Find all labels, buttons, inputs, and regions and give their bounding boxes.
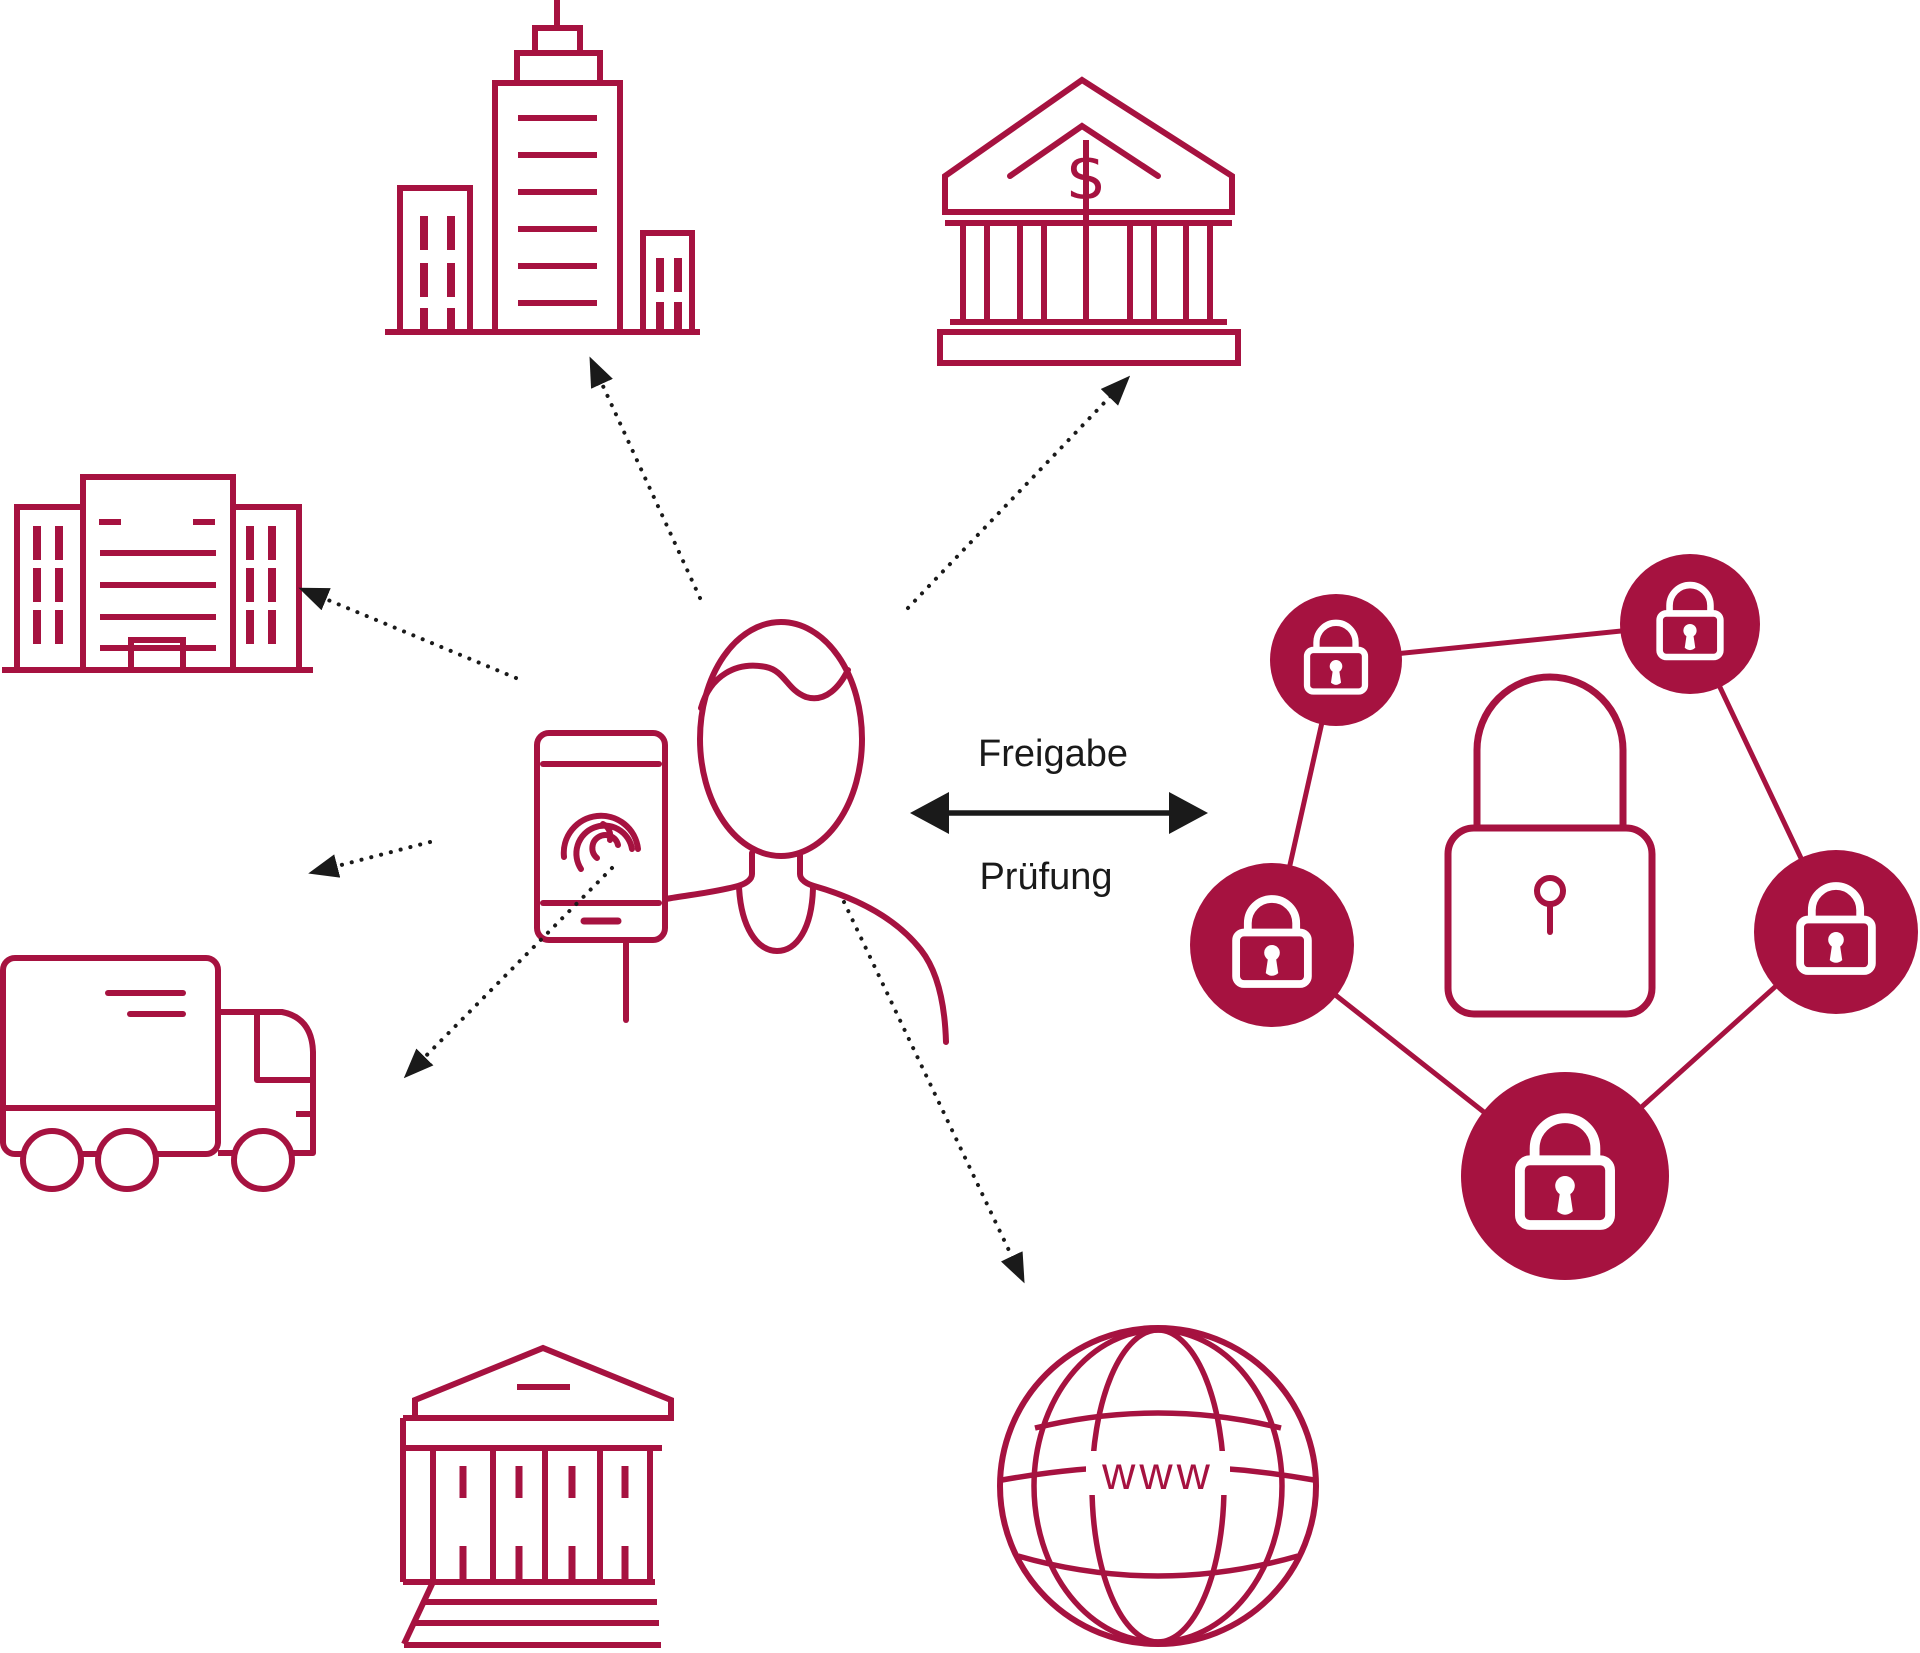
government-building-icon	[400, 1344, 674, 1648]
person-hair	[698, 662, 851, 711]
freigabe-label: Freigabe	[978, 733, 1128, 775]
globe-label-mask	[1086, 1451, 1230, 1495]
person-icon	[663, 619, 949, 1045]
lock-node-bottom	[1461, 1072, 1669, 1280]
central-padlock-icon	[1444, 673, 1656, 1018]
person-collar	[736, 884, 816, 954]
globe-www-label: www	[1101, 1447, 1214, 1499]
double-arrow	[910, 792, 1208, 834]
arrow-to-globe	[842, 900, 1025, 1284]
smartphone-fingerprint-icon	[534, 730, 668, 1023]
double-arrow-right-head	[1169, 792, 1208, 834]
pruefung-label: Prüfung	[979, 856, 1112, 898]
fingerprint-icon	[560, 812, 641, 872]
arrow-to-truck	[308, 840, 432, 878]
bank-icon	[937, 76, 1241, 366]
dollar-sign: $	[1066, 141, 1107, 215]
dotted-arrows	[298, 356, 1131, 1284]
office-buildings-icon	[385, 0, 700, 335]
delivery-truck-icon	[0, 955, 316, 1192]
arrow-to-office-buildings	[589, 356, 702, 600]
arrow-to-company-building	[298, 587, 518, 680]
double-arrow-left-head	[910, 792, 949, 834]
arrow-to-government-building	[403, 866, 614, 1079]
person-head	[697, 619, 865, 859]
company-building-icon	[2, 474, 313, 673]
arrow-to-bank	[906, 375, 1131, 610]
